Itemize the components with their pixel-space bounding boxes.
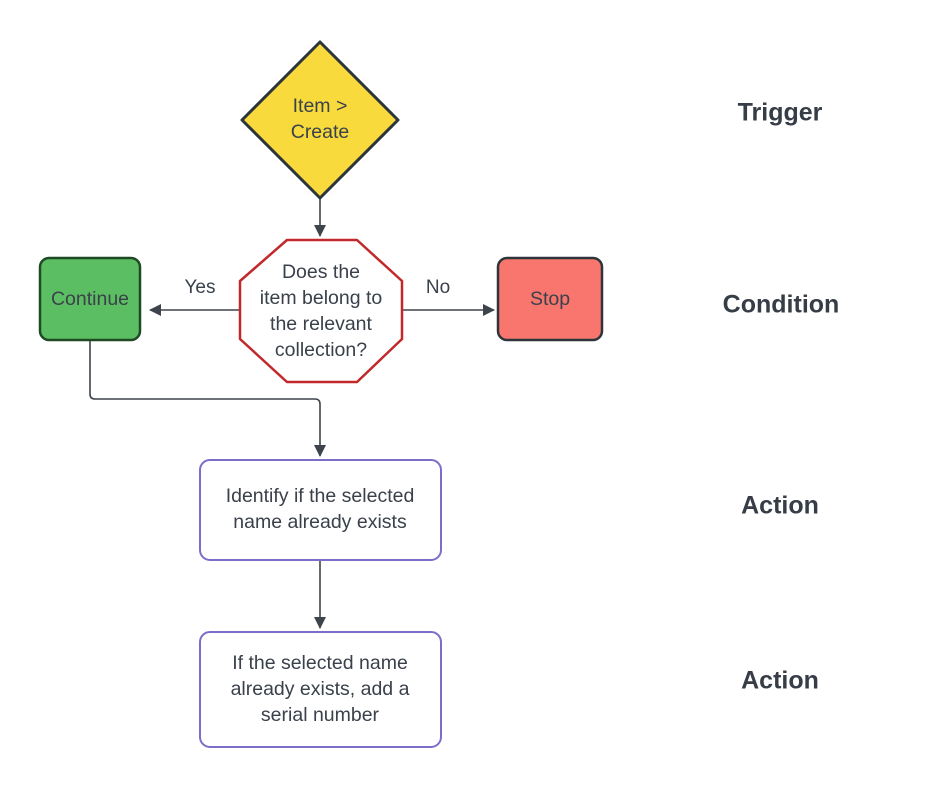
condition-node-octagon[interactable]	[238, 238, 404, 384]
continue-node-rect[interactable]	[38, 256, 142, 342]
trigger-node-diamond[interactable]	[240, 40, 400, 200]
action1-node-rect[interactable]	[199, 459, 442, 561]
edge-continue-to-action1	[89, 340, 326, 457]
stop-node-rect[interactable]	[496, 256, 604, 342]
action2-node-rect[interactable]	[199, 631, 442, 748]
